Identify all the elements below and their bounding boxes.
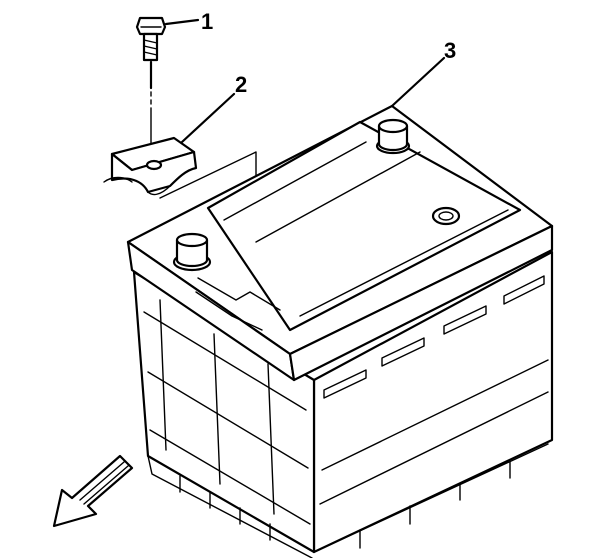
leader-line-3 (390, 56, 446, 108)
callout-1: 1 (201, 9, 213, 34)
leader-line-1 (164, 18, 200, 26)
front-direction-arrow-icon (52, 454, 134, 528)
battery (126, 104, 554, 558)
leader-line-2 (180, 92, 236, 144)
bolt (135, 16, 167, 151)
hold-down-bracket (103, 136, 257, 217)
callout-2: 2 (235, 72, 247, 97)
callout-3: 3 (444, 38, 456, 63)
